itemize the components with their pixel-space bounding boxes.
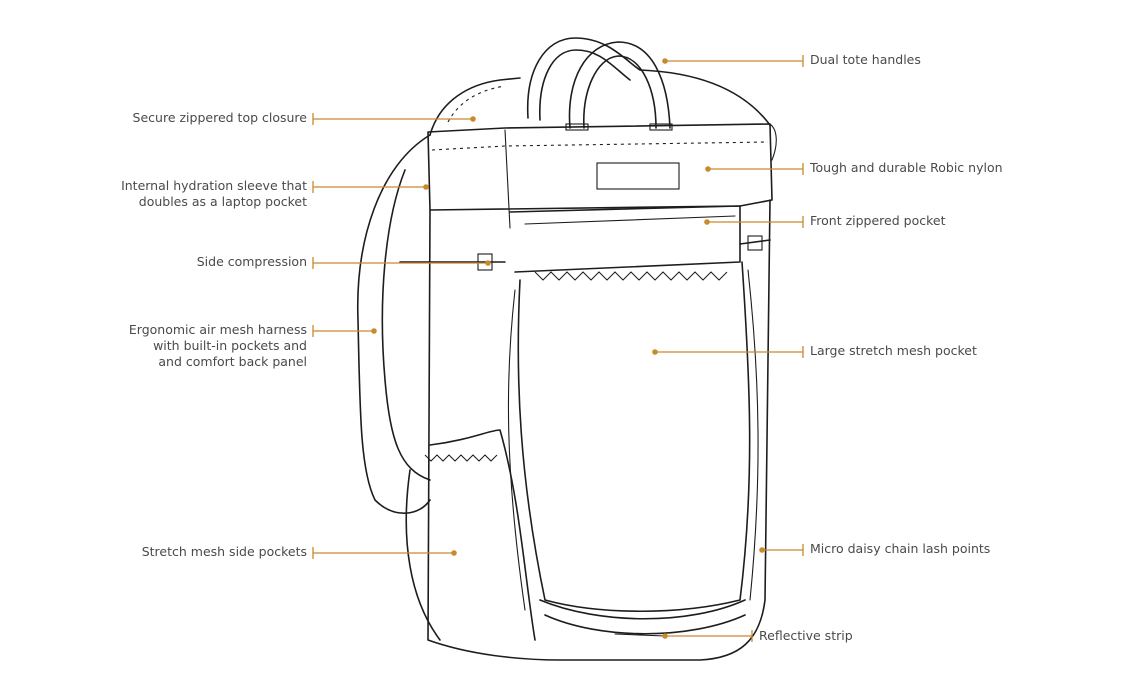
bag-body bbox=[427, 199, 771, 661]
label-robic-nylon: Tough and durable Robic nylon bbox=[810, 160, 1003, 175]
strap-buckle-left bbox=[477, 253, 493, 271]
top-band-divider bbox=[504, 129, 511, 229]
label-daisy-chain: Micro daisy chain lash points bbox=[810, 541, 991, 556]
side-pocket-trim bbox=[424, 454, 498, 462]
label-hydration-sleeve: Internal hydration sleeve that doubles a… bbox=[121, 178, 307, 210]
tote-handle-front bbox=[568, 41, 671, 129]
daisy-chain-left bbox=[507, 289, 526, 611]
leader-dot-9 bbox=[451, 550, 457, 556]
label-secure-top-closure: Secure zippered top closure bbox=[132, 110, 307, 125]
zigzag-trim bbox=[534, 271, 728, 281]
label-harness: Ergonomic air mesh harness with built-in… bbox=[129, 322, 307, 370]
label-hydration-sleeve-line-2: doubles as a laptop pocket bbox=[138, 194, 307, 209]
daisy-chain-right bbox=[747, 269, 759, 601]
label-reflective-strip: Reflective strip bbox=[759, 628, 853, 643]
leader-dot-2 bbox=[470, 116, 476, 122]
leader-dot-3 bbox=[705, 166, 711, 172]
label-harness-line-1: Ergonomic air mesh harness bbox=[128, 322, 307, 337]
leader-lines bbox=[312, 55, 804, 642]
leader-dot-4 bbox=[423, 184, 429, 190]
top-band bbox=[427, 123, 773, 211]
leader-dot-5 bbox=[704, 219, 710, 225]
bottom-band bbox=[539, 599, 746, 635]
side-cord bbox=[769, 123, 777, 161]
leader-dot-1 bbox=[662, 58, 668, 64]
leader-dot-10 bbox=[759, 547, 765, 553]
label-front-zip-pocket: Front zippered pocket bbox=[810, 213, 946, 228]
large-mesh-pocket bbox=[517, 261, 751, 612]
leader-dot-6 bbox=[485, 260, 491, 266]
leader-dot-11 bbox=[662, 633, 668, 639]
brand-patch bbox=[596, 162, 680, 190]
strap-buckle-right bbox=[747, 235, 763, 251]
label-harness-line-3: and comfort back panel bbox=[158, 354, 307, 369]
label-side-pockets: Stretch mesh side pockets bbox=[141, 544, 307, 559]
leader-dot-8 bbox=[652, 349, 658, 355]
top-closure bbox=[429, 69, 771, 136]
side-mesh-pocket bbox=[405, 429, 536, 641]
top-band-seam bbox=[431, 141, 769, 151]
label-harness-line-2: with built-in pockets and bbox=[153, 338, 307, 353]
reflective-strip bbox=[614, 633, 666, 637]
handle-base-right bbox=[649, 123, 673, 131]
label-side-compression: Side compression bbox=[196, 254, 307, 269]
front-zip-line bbox=[524, 215, 736, 225]
top-zipper bbox=[447, 85, 506, 123]
label-large-mesh-pocket: Large stretch mesh pocket bbox=[810, 343, 977, 358]
front-zip-pocket bbox=[509, 205, 741, 273]
label-hydration-sleeve-line-1: Internal hydration sleeve that bbox=[121, 178, 307, 193]
backpack-illustration bbox=[356, 37, 777, 661]
shoulder-harness bbox=[356, 134, 431, 514]
leader-dot-7 bbox=[371, 328, 377, 334]
compression-strap bbox=[399, 239, 771, 263]
label-dual-tote-handles: Dual tote handles bbox=[810, 52, 921, 67]
